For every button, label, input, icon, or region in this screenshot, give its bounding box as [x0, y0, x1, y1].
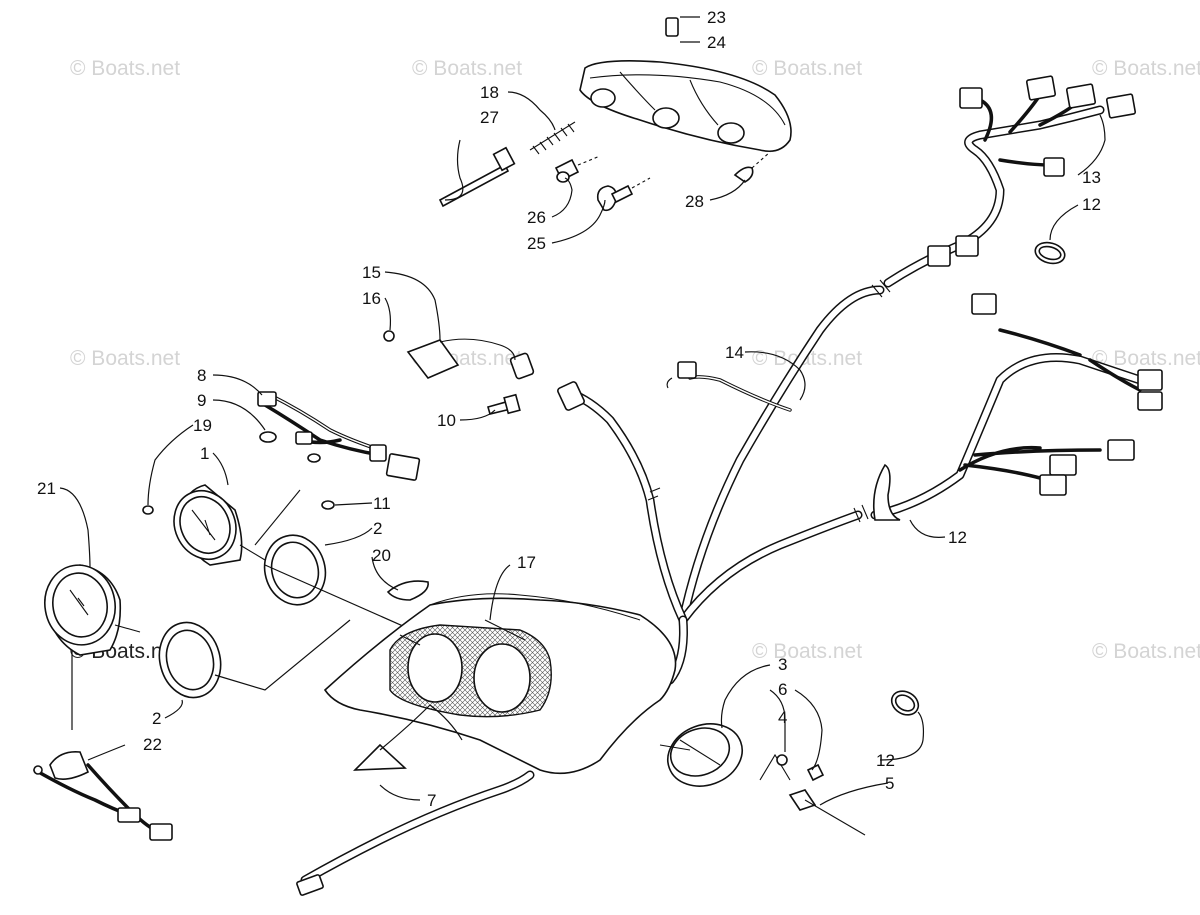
- callout-25: 25: [527, 234, 546, 253]
- callout-26: 26: [527, 208, 546, 227]
- callout-2: 2: [152, 709, 161, 728]
- callout-16: 16: [362, 289, 381, 308]
- watermark: © Boats.net: [752, 347, 862, 370]
- callout-18: 18: [480, 83, 499, 102]
- callout-21: 21: [37, 479, 56, 498]
- watermark: © Boats.net: [1092, 347, 1200, 370]
- gauge-harness: [257, 391, 421, 510]
- fuel-gauge: [659, 723, 866, 836]
- watermark: © Boats.net: [1092, 640, 1200, 663]
- callout-27: 27: [480, 108, 499, 127]
- callout-13: 13: [1082, 168, 1101, 187]
- callout-6: 6: [778, 680, 787, 699]
- main-wiring-harness: [509, 279, 891, 685]
- callout-8: 8: [197, 366, 206, 385]
- speedometer-gauge: [142, 484, 301, 566]
- callout-17: 17: [517, 553, 536, 572]
- callout-1: 1: [200, 444, 209, 463]
- watermark: © Boats.net: [70, 57, 180, 80]
- console-hood: [296, 580, 677, 896]
- watermark: © Boats.net: [752, 57, 862, 80]
- callout-4: 4: [778, 708, 787, 727]
- voltage-regulator: [383, 330, 521, 415]
- callout-28: 28: [685, 192, 704, 211]
- callout-20: 20: [372, 546, 391, 565]
- callout-5: 5: [885, 774, 894, 793]
- callout-2: 2: [373, 519, 382, 538]
- callout-7: 7: [427, 791, 436, 810]
- callout-10: 10: [437, 411, 456, 430]
- watermark: © Boats.net: [1092, 57, 1200, 80]
- callout-24: 24: [707, 33, 726, 52]
- callout-3: 3: [778, 655, 787, 674]
- headlight-harness: [883, 75, 1137, 288]
- callout-22: 22: [143, 735, 162, 754]
- callout-11: 11: [373, 494, 391, 513]
- watermark: © Boats.net: [752, 640, 862, 663]
- watermark: © Boats.net: [412, 57, 522, 80]
- spring: [529, 121, 576, 155]
- cable-clamps: [890, 241, 1066, 716]
- callout-12: 12: [1082, 195, 1101, 214]
- callout-15: 15: [362, 263, 381, 282]
- indicator-lamp: [33, 750, 173, 841]
- callout-12: 12: [948, 528, 967, 547]
- callout-labels: 23 24 18 27 26 28 25 13 12 15 16 14 8 9 …: [37, 8, 1101, 810]
- headlight-assembly: [438, 17, 792, 212]
- gauge-bezels: [158, 534, 327, 699]
- watermark: © Boats.net: [70, 347, 180, 370]
- callout-23: 23: [707, 8, 726, 27]
- callout-9: 9: [197, 391, 206, 410]
- callout-12: 12: [876, 751, 895, 770]
- tachometer-gauge: [44, 564, 141, 730]
- callout-14: 14: [725, 343, 744, 362]
- leader-lines: [59, 16, 1106, 806]
- engine-harness: [870, 293, 1163, 521]
- callout-19: 19: [193, 416, 212, 435]
